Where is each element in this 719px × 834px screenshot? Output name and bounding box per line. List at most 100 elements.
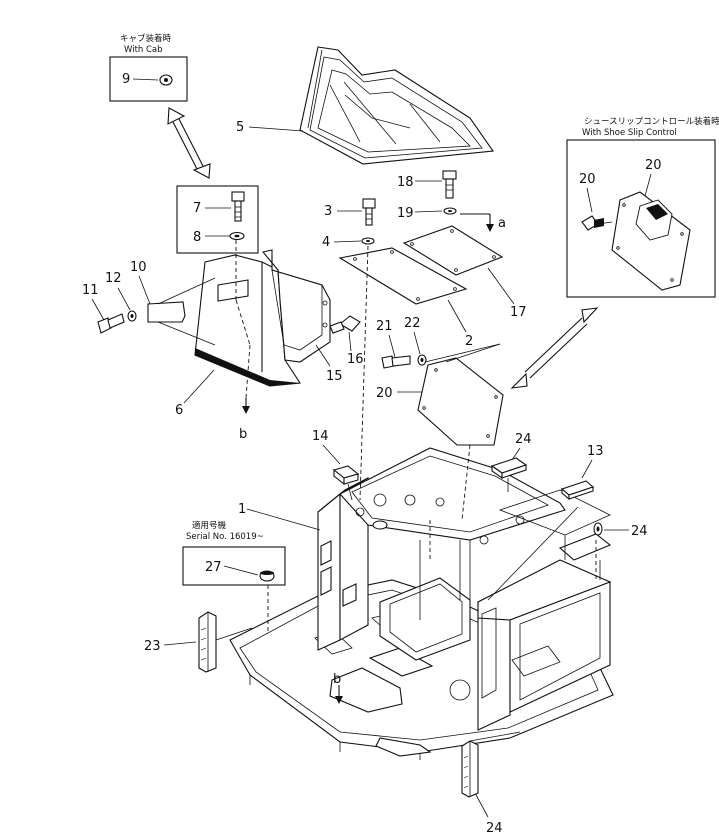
- inset-shoe-slip-control: シュースリップコントロール装着時 With Shoe Slip Control …: [566, 116, 719, 298]
- callout-14: 14: [312, 429, 329, 444]
- leader-14-drop: [347, 483, 353, 501]
- part-12-washer: [127, 310, 137, 322]
- leader-11: [91, 298, 105, 321]
- callout-11: 11: [82, 283, 99, 298]
- part-26-plug: [593, 522, 603, 536]
- leader-22: [388, 334, 396, 358]
- part-11-bolt: [97, 313, 125, 334]
- leader-25: [511, 447, 521, 461]
- leader-15: [315, 344, 331, 367]
- view-arrow-a: a: [460, 213, 506, 232]
- assembly-line-20: [461, 444, 471, 521]
- callout-22: 21: [376, 319, 393, 334]
- callout-10: 10: [130, 260, 147, 275]
- leader-24-bottom-to-frame: [469, 731, 521, 742]
- part-13-cap: [560, 480, 595, 501]
- part-20-cover-plate: [417, 343, 504, 446]
- callout-18: 18: [397, 175, 414, 190]
- with-cab-frame: [109, 56, 188, 102]
- callout-23: 22: [404, 316, 421, 331]
- leader-12: [117, 287, 131, 311]
- inset-bolt-washer: 7 8: [176, 185, 259, 254]
- part-8-washer: [229, 231, 245, 241]
- serial-title-jp: 適用号機: [192, 520, 227, 531]
- callout-21: 20: [579, 172, 596, 187]
- inset-with-cab: キャブ装着時 With Cab 9: [109, 33, 188, 102]
- leader-13-drop: [487, 506, 579, 601]
- leader-14: [322, 444, 341, 465]
- with-cab-title-jp: キャブ装着時: [120, 33, 172, 44]
- serial-frame: [182, 546, 286, 586]
- leader-27: [223, 565, 259, 576]
- leader-6: [183, 369, 215, 404]
- view-label-a: a: [498, 216, 506, 231]
- leader-10: [138, 275, 151, 305]
- part-2-plate: [338, 247, 468, 305]
- callout-7: 7: [193, 201, 201, 216]
- part-19-washer: [443, 207, 457, 215]
- callout-24-bottom: 24: [486, 821, 503, 834]
- part-23-washer: [417, 354, 427, 366]
- with-cab-title-en: With Cab: [124, 45, 163, 55]
- part-18-bolt: [442, 170, 457, 199]
- part-5-top-cover: [299, 46, 494, 165]
- callout-1: 1: [238, 502, 246, 517]
- leader-16: [348, 331, 352, 352]
- leader-19: [414, 210, 443, 213]
- callout-24-left: 23: [144, 639, 161, 654]
- part-24-pad-bottom: [461, 740, 479, 798]
- callout-12: 12: [105, 271, 122, 286]
- part-7-bolt: [231, 191, 245, 222]
- part-22-bolt: [381, 355, 411, 369]
- part-24-pad-left: [198, 611, 217, 673]
- part-14-cap: [332, 465, 360, 486]
- serial-title-en: Serial No. 16019~: [186, 532, 264, 542]
- leader-20-inset: [644, 173, 652, 197]
- leader-1: [246, 508, 321, 531]
- part-15-bracket: [261, 249, 331, 363]
- inset-serial: 適用号機 Serial No. 16019~ 27: [182, 520, 286, 586]
- callout-3: 3: [324, 204, 332, 219]
- leader-9: [132, 78, 159, 81]
- callout-5: 5: [236, 120, 244, 135]
- leader-24-left-to-frame: [215, 627, 253, 641]
- view-arrow-b-lower: b: [333, 672, 343, 704]
- callout-19: 19: [397, 206, 414, 221]
- part-17-plate: [402, 225, 504, 276]
- shoe-slip-frame: [566, 139, 716, 298]
- part-3-bolt: [362, 198, 376, 226]
- callout-17: 17: [510, 305, 527, 320]
- view-label-b-upper: b: [239, 427, 247, 442]
- callout-13: 13: [587, 444, 604, 459]
- part-25-cap: [490, 457, 528, 480]
- part-1-main-frame: [229, 447, 614, 760]
- part-10-plate: [147, 277, 216, 346]
- callout-25: 24: [515, 432, 532, 447]
- view-arrow-b-upper: b: [239, 398, 250, 442]
- callout-26: 24: [631, 524, 648, 539]
- callout-20-main: 20: [376, 386, 393, 401]
- shoe-slip-title-jp: シュースリップコントロール装着時: [584, 116, 719, 127]
- leader-21: [586, 187, 593, 213]
- double-arrow-shoe-slip: [510, 307, 599, 389]
- callout-9: 9: [122, 72, 130, 87]
- callout-2: 2: [465, 334, 473, 349]
- shoe-slip-title-en: With Shoe Slip Control: [582, 128, 677, 138]
- assembly-line-3: [359, 245, 369, 501]
- callout-8: 8: [193, 230, 201, 245]
- part-16-bolt: [329, 315, 361, 334]
- callout-15: 15: [326, 369, 343, 384]
- callout-20-inset: 20: [645, 158, 662, 173]
- part-27-plug: [259, 570, 275, 582]
- double-arrow-cab: [167, 107, 211, 179]
- leader-24-left: [163, 641, 197, 646]
- callout-6: 6: [175, 403, 183, 418]
- leader-4: [333, 240, 362, 243]
- part-4-washer: [361, 237, 375, 245]
- bolt-washer-frame: [176, 185, 259, 254]
- part-21-screw: [581, 215, 613, 231]
- view-label-b-lower: b: [333, 672, 341, 687]
- part-9-plug: [159, 74, 173, 86]
- part-20-control-panel: [611, 191, 691, 291]
